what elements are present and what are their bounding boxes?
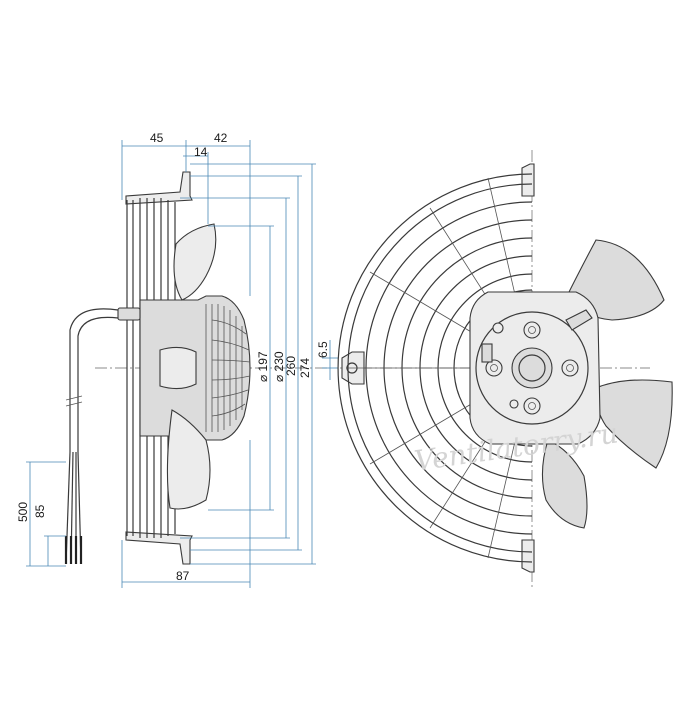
cable-inner (77, 316, 119, 452)
cable-gland (117, 307, 141, 321)
blade-bottom-side (166, 409, 211, 510)
side-dimension-lines (26, 140, 338, 588)
small-hole-2 (509, 399, 519, 409)
front-blade-lower (541, 439, 588, 529)
blade-top-side (173, 223, 217, 301)
front-bracket-bottom (521, 539, 535, 573)
bottom-bracket (125, 531, 193, 565)
dim-14-label: 14 (194, 145, 208, 159)
dim-260-label: 260 (284, 356, 298, 376)
motor-outline (475, 311, 589, 425)
dim-42-label: 42 (214, 131, 228, 145)
mount-hole-bottom (523, 397, 541, 415)
hub (511, 347, 553, 389)
front-bracket-top (521, 163, 535, 197)
dim-274-label: 274 (298, 358, 312, 378)
dim-500-label: 500 (16, 502, 30, 522)
dim-197-label: ⌀ 197 (256, 351, 270, 382)
blade-hub-side (159, 346, 197, 390)
dim-87-label: 87 (176, 569, 190, 583)
side-view: 45 42 14 87 ⌀ 197 ⌀ 230 260 274 6.5 500 … (16, 131, 338, 588)
dim-230-label: ⌀ 230 (272, 351, 286, 382)
front-blade-upper (565, 239, 665, 321)
front-cable-gland (565, 309, 593, 331)
label-plate (481, 343, 493, 363)
mount-hole-left (485, 359, 503, 377)
cable-wires (64, 451, 83, 565)
top-bracket (125, 171, 193, 205)
dim-85-label: 85 (33, 504, 47, 518)
cable-outer (69, 308, 119, 452)
hub-bore (518, 354, 546, 382)
guard-rings (126, 198, 176, 538)
motor-fins (205, 304, 251, 432)
dim-45-label: 45 (150, 131, 164, 145)
mount-hole-top (523, 321, 541, 339)
cable-break-mark (65, 395, 83, 401)
mount-hole-right (561, 359, 579, 377)
front-view (337, 150, 673, 590)
dim-6-5-label: 6.5 (316, 341, 330, 358)
small-hole-1 (492, 322, 504, 334)
front-blade-right (595, 379, 673, 469)
